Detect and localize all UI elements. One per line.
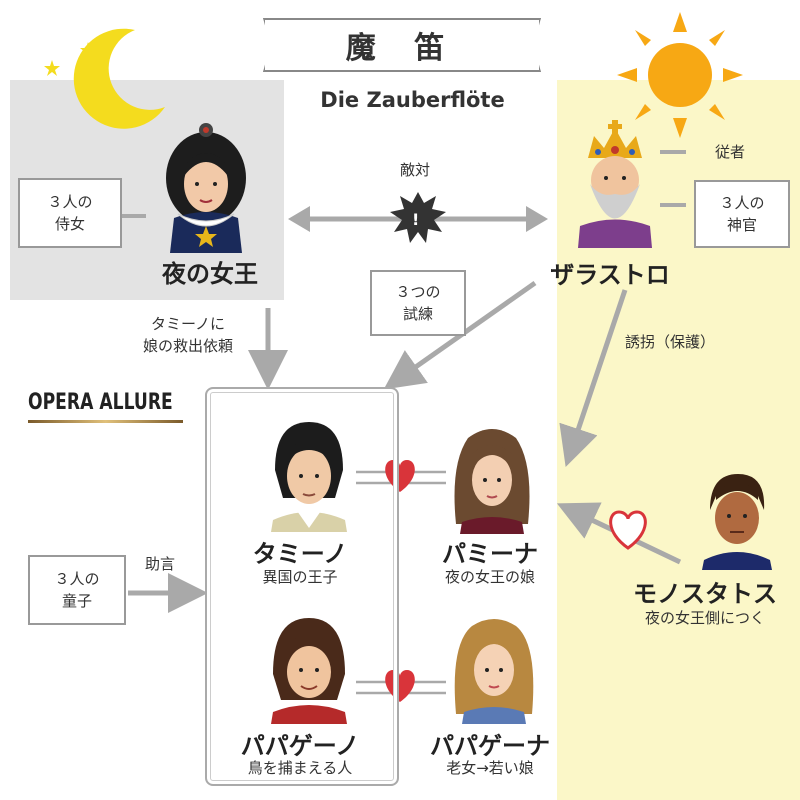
- page-subtitle: Die Zauberflöte: [320, 88, 505, 112]
- explosion-icon: !: [390, 192, 446, 243]
- monostatos-name: モノスタトス: [633, 580, 777, 608]
- pamina-name: パミーナ: [442, 540, 538, 568]
- ladies-line1: ３人の: [47, 192, 93, 211]
- tamino-portrait: [271, 422, 347, 532]
- enmity-label: 敵対: [399, 161, 430, 179]
- papageno-portrait: [271, 618, 347, 724]
- pamina-portrait: [454, 429, 530, 534]
- three-boys-box: ３人の 童子: [28, 555, 126, 625]
- request-line2: 娘の救出依頼: [142, 336, 233, 355]
- trials-line2: 試練: [402, 305, 433, 323]
- papagena-portrait: [454, 619, 534, 724]
- request-label: タミーノに 娘の救出依頼: [118, 314, 258, 358]
- papagena-desc: 老女→若い娘: [446, 759, 534, 777]
- monostatos-desc: 夜の女王側につく: [644, 609, 765, 627]
- monostatos-portrait: [702, 474, 772, 570]
- abduction-arrow: [559, 289, 628, 467]
- boys-line1: ３人の: [54, 569, 100, 588]
- sarastro-name: ザラストロ: [550, 261, 670, 289]
- tamino-desc: 異国の王子: [262, 568, 338, 586]
- ladies-line2: 侍女: [54, 215, 85, 233]
- followers-label: 従者: [714, 143, 745, 161]
- star-icon: [78, 77, 94, 93]
- broken-heart-icon: [609, 510, 647, 550]
- trials-line1: ３つの: [395, 282, 441, 301]
- moon-icon: [44, 28, 165, 129]
- abduction-label: 誘拐（保護）: [624, 333, 715, 351]
- trials-box: ３つの 試練: [370, 270, 466, 336]
- queen-name: 夜の女王: [162, 260, 258, 288]
- heart-icon: [385, 460, 415, 492]
- papageno-desc: 鳥を捕まえる人: [247, 759, 353, 777]
- logo-underline: [28, 420, 183, 423]
- lovers-frame: [205, 387, 399, 786]
- trials-arrow: [383, 280, 537, 390]
- three-ladies-box: ３人の 侍女: [18, 178, 122, 248]
- sun-icon: [617, 12, 743, 138]
- tamino-name: タミーノ: [252, 540, 348, 568]
- queen-portrait: [166, 123, 246, 253]
- request-line1: タミーノに: [150, 315, 226, 333]
- page-title: 魔 笛: [345, 31, 459, 66]
- star-icon: [80, 42, 96, 58]
- priests-line1: ３人の: [719, 193, 765, 212]
- star-icon: [44, 60, 60, 76]
- papagena-name: パパゲーナ: [430, 732, 550, 760]
- advice-label: 助言: [144, 555, 175, 573]
- sarastro-portrait: [578, 120, 652, 248]
- priests-line2: 神官: [726, 216, 757, 234]
- three-priests-box: ３人の 神官: [694, 180, 790, 248]
- pamina-desc: 夜の女王の娘: [444, 568, 535, 586]
- svg-text:!: !: [412, 210, 419, 229]
- papageno-name: パパゲーノ: [240, 732, 360, 760]
- boys-line2: 童子: [61, 592, 92, 610]
- heart-icon: [385, 670, 415, 702]
- title-banner: 魔 笛: [275, 18, 529, 72]
- opera-allure-logo: OPERA ALLURE: [28, 390, 173, 415]
